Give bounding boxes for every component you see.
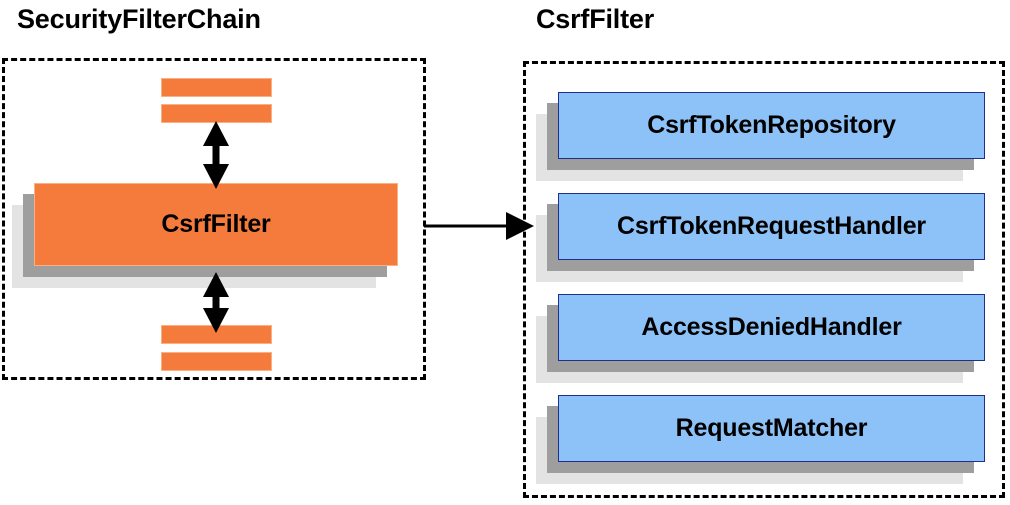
- collaborator-box-csrf-token-repository[interactable]: CsrfTokenRepository: [536, 92, 985, 181]
- csrf-filter-box[interactable]: CsrfFilter: [12, 183, 398, 288]
- collaborator-box-access-denied-handler[interactable]: AccessDeniedHandler: [536, 294, 985, 383]
- collaborator-face: CsrfTokenRepository: [558, 92, 985, 159]
- csrf-filter-collaborators-panel: [523, 61, 1005, 498]
- collaborator-face: RequestMatcher: [558, 395, 985, 462]
- security-filter-chain-panel: [2, 58, 426, 380]
- filter-bar-above-2: [161, 104, 272, 123]
- page-title-csrf-filter: CsrfFilter: [536, 4, 655, 34]
- collaborator-label: CsrfTokenRepository: [647, 111, 896, 139]
- collaborator-label: CsrfTokenRequestHandler: [617, 212, 926, 240]
- collaborator-box-request-matcher[interactable]: RequestMatcher: [536, 395, 985, 484]
- collaborator-face: CsrfTokenRequestHandler: [558, 193, 985, 260]
- collaborator-face: AccessDeniedHandler: [558, 294, 985, 361]
- filter-bar-above-1: [161, 78, 272, 97]
- filter-bar-below-2: [161, 352, 272, 371]
- collaborator-box-csrf-token-request-handler[interactable]: CsrfTokenRequestHandler: [536, 193, 985, 282]
- filter-bar-below-1: [161, 325, 272, 344]
- horizontal-arrow-icon: [424, 212, 534, 240]
- collaborator-label: AccessDeniedHandler: [641, 313, 902, 341]
- csrf-filter-label: CsrfFilter: [161, 210, 271, 238]
- csrf-filter-face: CsrfFilter: [34, 183, 398, 266]
- collaborator-label: RequestMatcher: [675, 414, 868, 442]
- page-title-security-filter-chain: SecurityFilterChain: [17, 4, 261, 34]
